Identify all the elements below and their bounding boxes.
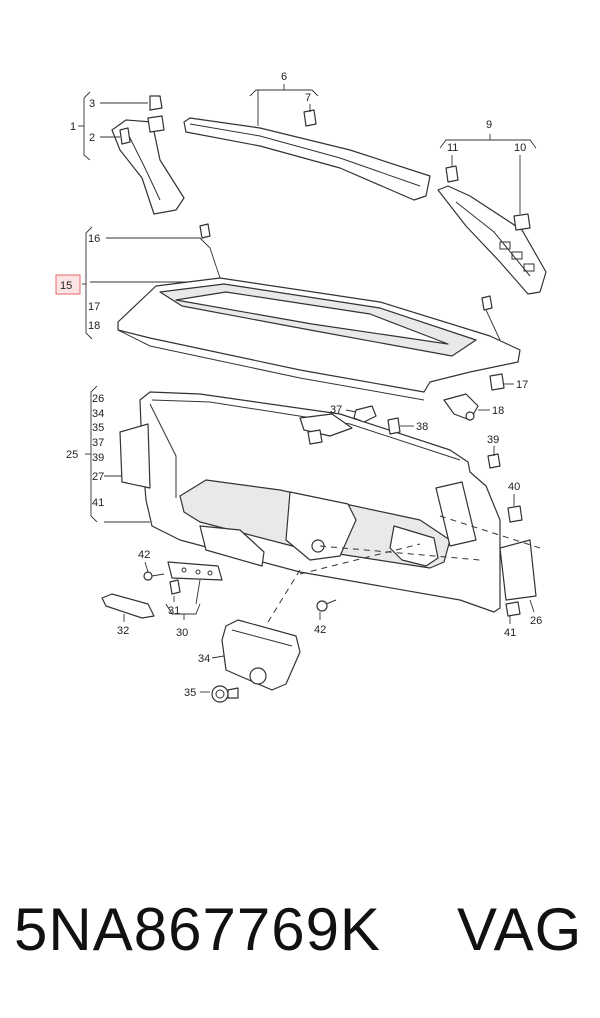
callout-42-center: 42 — [314, 624, 326, 636]
side-panel-26 — [499, 539, 537, 601]
handle-cover-34 — [221, 619, 301, 691]
callout-37: 37 — [92, 437, 104, 449]
callout-10: 10 — [514, 142, 526, 154]
callout-3: 3 — [89, 98, 95, 110]
screw-42-center — [316, 599, 337, 612]
callout-6: 6 — [281, 71, 287, 83]
pillar-trim-right — [437, 165, 547, 295]
callout-26: 26 — [92, 393, 104, 405]
callout-2: 2 — [89, 132, 95, 144]
clip-40 — [507, 505, 523, 523]
callout-34-bottom: 34 — [198, 653, 210, 665]
callout-11: 11 — [447, 142, 458, 154]
roof-trim-strip — [183, 109, 431, 201]
clip-17 — [489, 373, 505, 391]
clip-41 — [505, 601, 521, 617]
clip-31 — [169, 579, 181, 595]
cap-37 — [353, 405, 377, 423]
callout-42-left: 42 — [138, 549, 150, 561]
callout-9: 9 — [486, 119, 492, 131]
callout-25: 25 — [66, 449, 78, 461]
pillar-trim-left — [111, 95, 185, 215]
callout-39: 39 — [92, 452, 104, 464]
callout-35-bottom: 35 — [184, 687, 196, 699]
callout-32: 32 — [117, 625, 129, 637]
callout-40: 40 — [508, 481, 520, 493]
callout-1: 1 — [70, 121, 76, 133]
handle-32 — [101, 593, 155, 619]
callout-30: 30 — [176, 627, 188, 639]
callout-37-right: 37 — [330, 404, 342, 416]
callout-38: 38 — [416, 421, 428, 433]
callout-26-right: 26 — [530, 615, 542, 627]
callout-41: 41 — [92, 497, 104, 509]
button-35 — [211, 685, 239, 703]
bracket-30 — [167, 561, 223, 581]
callout-34: 34 — [92, 408, 104, 420]
callout-27: 27 — [92, 471, 104, 483]
callout-41-right: 41 — [504, 627, 516, 639]
callout-17: 17 — [516, 379, 528, 391]
parcel-shelf — [117, 223, 521, 401]
callout-35: 35 — [92, 422, 104, 434]
brand-label: VAG — [457, 896, 583, 963]
callout-31: 31 — [168, 605, 180, 617]
callout-17-shelf: 17 — [88, 301, 100, 313]
part-number-label: 5NA867769K — [14, 896, 381, 963]
callout-18-shelf: 18 — [88, 320, 100, 332]
side-panel-right — [435, 481, 477, 547]
callout-15: 15 — [60, 280, 72, 292]
callout-39-right: 39 — [487, 434, 499, 446]
callout-18: 18 — [492, 405, 504, 417]
caption: 5NA867769K VAG — [0, 895, 600, 985]
tailgate-trim-panel — [139, 391, 501, 613]
clip-38 — [387, 417, 401, 435]
callout-15-highlight — [55, 274, 81, 295]
callout-16: 16 — [88, 233, 100, 245]
clip-39 — [487, 453, 501, 469]
screw-42-left — [143, 571, 165, 581]
bracket-18 — [443, 393, 479, 421]
side-panel-27 — [119, 423, 151, 489]
callout-7: 7 — [305, 92, 311, 104]
parts-exploded-diagram: 1 2 3 6 7 9 10 11 15 16 17 — [55, 71, 547, 703]
